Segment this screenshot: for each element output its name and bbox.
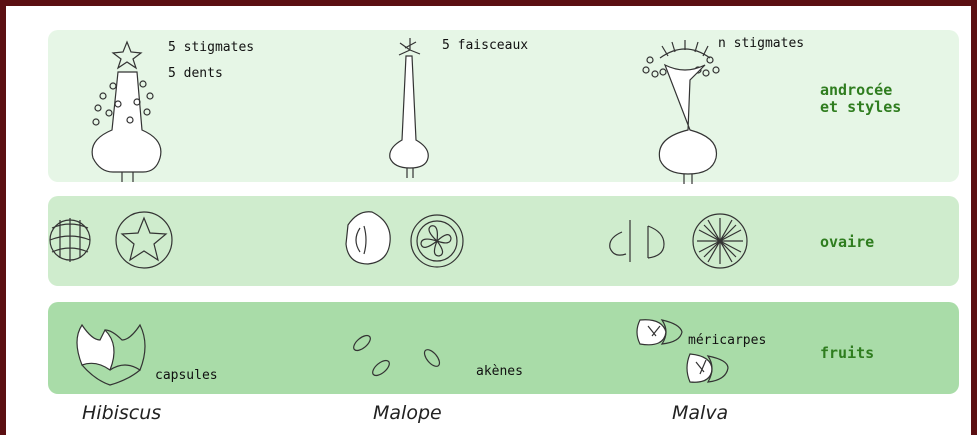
- label-mericarpes: méricarpes: [688, 333, 766, 348]
- row-label-androecium: androcée et styles: [820, 82, 901, 116]
- genus-malva: Malva: [672, 402, 728, 424]
- label-5-faisceaux: 5 faisceaux: [442, 38, 528, 53]
- label-5-stigmates: 5 stigmates: [168, 40, 254, 55]
- hibiscus-staminal-column-drawing: [92, 42, 161, 182]
- genus-hibiscus: Hibiscus: [82, 402, 161, 424]
- label-capsules: capsules: [155, 368, 218, 383]
- genus-malope: Malope: [373, 402, 442, 424]
- malva-mericarps-drawing: [637, 320, 728, 383]
- row-label-androecium-line2: et styles: [820, 99, 901, 116]
- label-akenes: akènes: [476, 364, 523, 379]
- hibiscus-capsule-drawing: [77, 325, 145, 385]
- label-n-stigmates: n stigmates: [718, 36, 804, 51]
- malope-style-drawing: [390, 38, 429, 178]
- row-label-ovary: ovaire: [820, 234, 874, 251]
- malva-style-drawing: [643, 40, 719, 184]
- row-label-androecium-line1: androcée: [820, 82, 901, 99]
- malva-ovary-drawing: [610, 214, 747, 268]
- hibiscus-ovary-drawing: [50, 212, 172, 268]
- row-label-fruits: fruits: [820, 345, 874, 362]
- malope-ovary-drawing: [346, 212, 463, 267]
- malope-achenes-drawing: [351, 333, 442, 379]
- label-5-dents: 5 dents: [168, 66, 223, 81]
